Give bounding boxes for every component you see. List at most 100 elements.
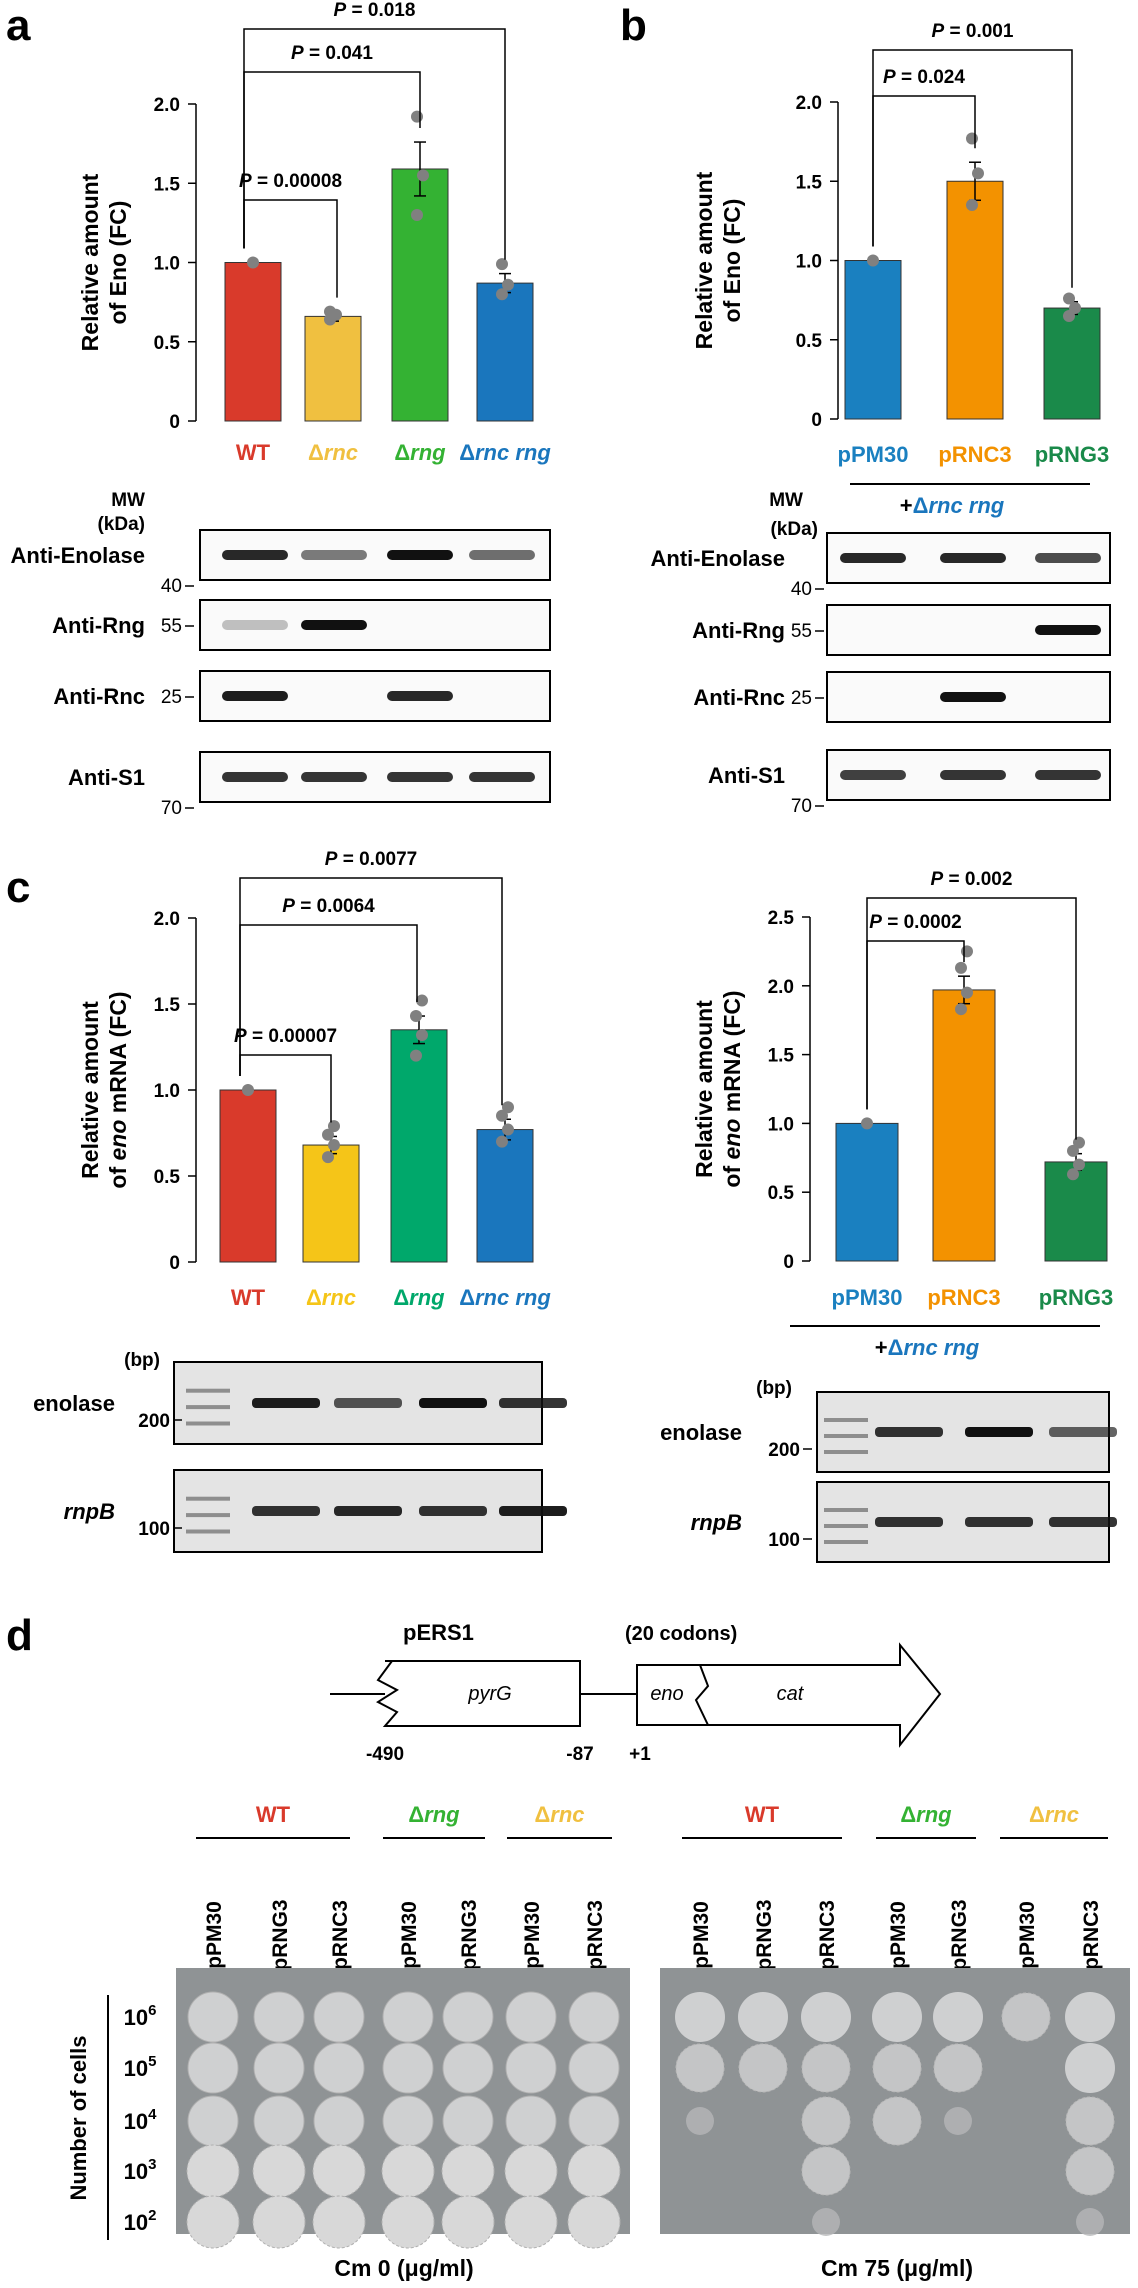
strain-group-label: Δrng	[408, 1802, 460, 1827]
data-point	[502, 278, 514, 291]
strain-genotype: rnc rng	[475, 1285, 551, 1310]
plasmid-lane-label: pRNG3	[948, 1899, 971, 1970]
y-tick-label: 0.5	[154, 1167, 181, 1188]
y-tick-label: 0.5	[768, 1183, 795, 1204]
p-symbol: P	[931, 869, 944, 890]
p-number: = 0.018	[346, 0, 415, 21]
strain-group-label: WT	[745, 1802, 780, 1827]
data-point	[1067, 1144, 1079, 1157]
y-tick-label: 2.0	[154, 95, 180, 116]
complement-label: +Δrnc rng	[875, 1335, 980, 1360]
colony-spot	[381, 2195, 435, 2249]
complement-genotype: rnc rng	[928, 493, 1004, 518]
colony-spot	[567, 2144, 621, 2198]
colony-spot	[381, 2144, 435, 2198]
strain-group-label: Δrnc	[534, 1802, 584, 1827]
gel-band	[965, 1517, 1033, 1527]
bar	[390, 1029, 448, 1263]
data-point	[410, 1049, 422, 1062]
p-value-label: P = 0.041	[291, 43, 373, 64]
complement-delta: Δ	[913, 493, 929, 518]
blot-band	[222, 772, 288, 782]
gene-label: rnpB	[691, 1510, 742, 1535]
y-axis-label-part: of	[105, 1160, 131, 1188]
dilution-exponent: 5	[148, 2053, 156, 2070]
colony-spot	[1001, 1992, 1051, 2042]
panel-label-b: b	[620, 1, 647, 50]
data-point	[496, 1109, 508, 1122]
data-point	[1073, 1136, 1085, 1149]
dilution-label: 102	[124, 2207, 157, 2235]
dilution-label: 105	[124, 2053, 157, 2081]
data-point	[1069, 302, 1081, 315]
p-symbol: P	[869, 912, 882, 933]
bar	[946, 180, 1004, 420]
strain-group-label: Δrnc	[1029, 1802, 1079, 1827]
p-symbol: P	[239, 171, 252, 192]
colony-spot	[812, 2208, 840, 2236]
position-label: -87	[566, 1744, 593, 1765]
plasmid-lane-label: pRNC3	[816, 1900, 839, 1970]
gel-band	[419, 1398, 487, 1408]
blot-band	[469, 550, 535, 560]
colony-spot	[441, 2195, 495, 2249]
p-value-label: P = 0.024	[883, 67, 965, 88]
gel-band	[1049, 1427, 1117, 1437]
plasmid-lane-label: pRNC3	[584, 1900, 607, 1970]
plate-label: Cm 75 (μg/ml)	[821, 2255, 973, 2281]
colony-spot	[442, 2042, 494, 2094]
cat-label: cat	[777, 1683, 805, 1705]
bp-marker: 100	[768, 1530, 800, 1551]
data-point	[867, 254, 879, 267]
colony-spot	[933, 2043, 983, 2093]
complement-plus: +	[900, 493, 913, 518]
colony-spot	[312, 2195, 366, 2249]
mw-marker: 40	[161, 576, 182, 597]
y-tick-label: 2.5	[768, 908, 795, 929]
category-label: WT	[236, 440, 271, 465]
gene-label: rnpB	[64, 1499, 115, 1524]
strain-genotype: rnc	[1045, 1802, 1079, 1827]
blot-band	[1035, 770, 1101, 780]
plasmid-lane-label: pPM30	[1016, 1901, 1039, 1969]
y-axis-label-part: mRNA (FC)	[105, 991, 131, 1119]
blot-band	[940, 553, 1006, 563]
colony-spot	[442, 2095, 494, 2147]
colony-spot	[568, 2042, 620, 2094]
codons-label: (20 codons)	[625, 1623, 737, 1645]
p-value-label: P = 0.018	[334, 0, 416, 21]
bar	[835, 1122, 899, 1262]
data-point	[966, 199, 978, 212]
p-number: = 0.0077	[337, 849, 417, 870]
mw-marker: 40	[791, 579, 812, 600]
category-label: Δrng	[394, 440, 446, 465]
blot-frame	[826, 671, 1111, 723]
ladder-band	[186, 1405, 230, 1410]
colony-spot	[801, 2146, 851, 2196]
gel-band	[1049, 1517, 1117, 1527]
category-label: Δrnc	[306, 1285, 356, 1310]
colony-spot	[872, 1992, 922, 2042]
panel-label-c: c	[6, 863, 30, 912]
bar	[476, 1129, 534, 1263]
data-point	[966, 132, 978, 145]
data-point	[417, 169, 429, 182]
colony-spot	[312, 2144, 366, 2198]
data-point	[247, 256, 259, 269]
colony-spot	[504, 2195, 558, 2249]
colony-spot	[313, 2095, 365, 2147]
dilution-exponent: 6	[148, 2002, 156, 2019]
data-point	[324, 305, 336, 318]
plate-label: Cm 0 (μg/ml)	[334, 2255, 473, 2281]
p-value-label: P = 0.0002	[869, 912, 961, 933]
category-label: pRNG3	[1035, 442, 1110, 467]
colony-spot	[313, 2042, 365, 2094]
colony-spot	[872, 2043, 922, 2093]
category-label: WT	[231, 1285, 266, 1310]
bp-header: (bp)	[756, 1378, 792, 1399]
